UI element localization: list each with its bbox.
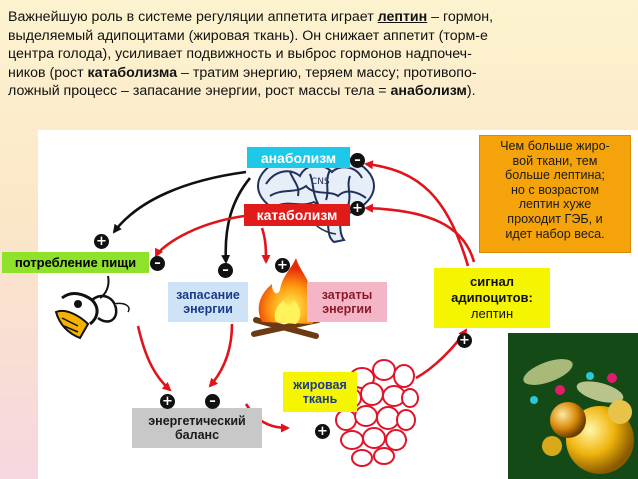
note-box: Чем больше жиро- вой ткани, тем больше л… xyxy=(479,135,631,253)
energy-balance-box: энергетический баланс xyxy=(132,408,262,448)
paragraph-text: ). xyxy=(466,83,476,99)
arrow-signal-to-catabolism xyxy=(364,203,476,263)
arrow-signal-to-anabolism xyxy=(364,160,470,267)
term-catabolism: катаболизма xyxy=(87,64,178,81)
food-intake-box: потребление пищи xyxy=(2,252,149,273)
note-line: идет набор веса. xyxy=(505,226,605,241)
fat-tissue-label: жировая ткань xyxy=(293,378,347,406)
adipocyte-signal-title: сигнал адипоцитов: xyxy=(451,274,533,305)
sign-plus-signal: + xyxy=(457,333,472,348)
sign-plus-fat: + xyxy=(315,424,330,439)
paragraph-line-4: ников (рост катаболизма – тратим энергию… xyxy=(8,64,630,83)
intro-paragraph: Важнейшую роль в системе регуляции аппет… xyxy=(8,8,630,101)
note-line: проходит ГЭБ, и xyxy=(507,211,603,226)
fire-icon xyxy=(251,258,323,339)
catabolism-box: катаболизм xyxy=(244,204,350,226)
adipocyte-signal-value: лептин xyxy=(470,306,514,321)
sign-minus-balance: – xyxy=(205,394,220,409)
energy-storage-label: запасание энергии xyxy=(176,288,240,316)
paragraph-line-2: выделяемый адипоцитами (жировая ткань). … xyxy=(8,27,488,44)
paragraph-text: – тратим энергию, теряем массу; противоп… xyxy=(177,64,477,81)
fat-tissue-box: жировая ткань xyxy=(283,372,357,412)
paragraph-line-1: Важнейшую роль в системе регуляции аппет… xyxy=(8,8,630,27)
paragraph-line-3: центра голода), усиливает подвижность и … xyxy=(8,46,472,62)
energy-expenditure-box: затраты энергии xyxy=(307,282,387,322)
sign-minus-anabolism: – xyxy=(350,153,365,168)
arrow-anabolism-to-storage xyxy=(221,177,252,264)
energy-expenditure-label: затраты энергии xyxy=(321,288,373,316)
cell-illustration-image xyxy=(508,333,638,479)
sign-plus-catabolism: + xyxy=(350,201,365,216)
arrow-storage-to-balance xyxy=(208,323,234,388)
adipocyte-signal-box: сигнал адипоцитов: лептин xyxy=(434,268,550,328)
arrow-balance-to-fat xyxy=(244,403,290,433)
energy-storage-box: запасание энергии xyxy=(168,282,248,322)
note-line: лептин хуже xyxy=(518,197,592,212)
note-line: вой ткани, тем xyxy=(512,153,598,168)
sign-minus-storage: – xyxy=(218,263,233,278)
paragraph-text: – гормон, xyxy=(427,9,494,25)
note-line: но с возрастом xyxy=(510,182,600,197)
sign-minus-food-right: – xyxy=(150,256,165,271)
arrow-catabolism-to-food xyxy=(154,214,245,258)
paragraph-line-5: ложный процесс – запасание энергии, рост… xyxy=(8,82,630,101)
sign-plus-balance: + xyxy=(160,394,175,409)
arrow-anabolism-to-food xyxy=(112,170,247,234)
note-line: Чем больше жиро- xyxy=(500,139,610,153)
paragraph-text: ложный процесс – запасание энергии, рост… xyxy=(8,83,391,99)
paragraph-text: ников (рост xyxy=(8,64,88,81)
paragraph-text: Важнейшую роль в системе регуляции аппет… xyxy=(8,9,378,25)
term-leptin: лептин xyxy=(377,9,428,25)
term-anabolism: анаболизм xyxy=(390,83,467,99)
sign-plus-expenditure: + xyxy=(275,258,290,273)
arrow-catabolism-to-expenditure xyxy=(260,227,271,264)
brain-label: CNS xyxy=(311,177,330,187)
anabolism-box: анаболизм xyxy=(247,147,350,168)
energy-balance-label: энергетический баланс xyxy=(148,414,246,442)
note-line: больше лептина; xyxy=(505,168,605,183)
arrow-food-to-balance xyxy=(136,325,172,392)
sign-plus-food-left: + xyxy=(94,234,109,249)
eating-face-icon xyxy=(54,275,130,340)
